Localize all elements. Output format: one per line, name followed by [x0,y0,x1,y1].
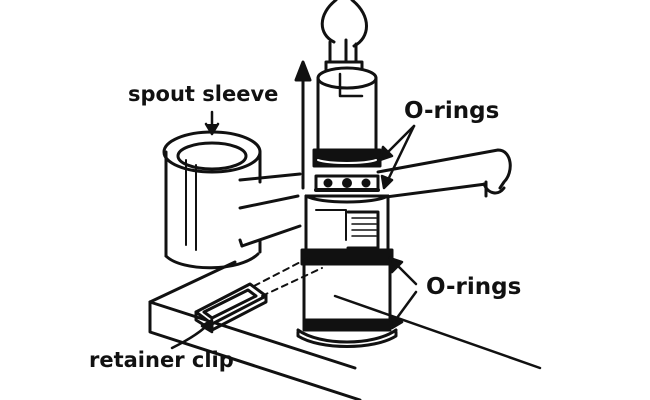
label-retainer-clip: retainer clip [89,348,234,372]
faucet-spout [238,148,512,248]
label-spout-sleeve: spout sleeve [128,82,279,106]
pull-up-arrow-icon [294,60,312,190]
upper-o-rings [312,148,382,192]
label-o-rings-lower: O-rings [426,274,522,300]
cartridge [296,66,398,348]
pliers-icon [320,0,368,76]
spout-sleeve [162,130,262,270]
leader-lines [170,110,418,350]
label-o-rings-upper: O-rings [404,98,500,124]
